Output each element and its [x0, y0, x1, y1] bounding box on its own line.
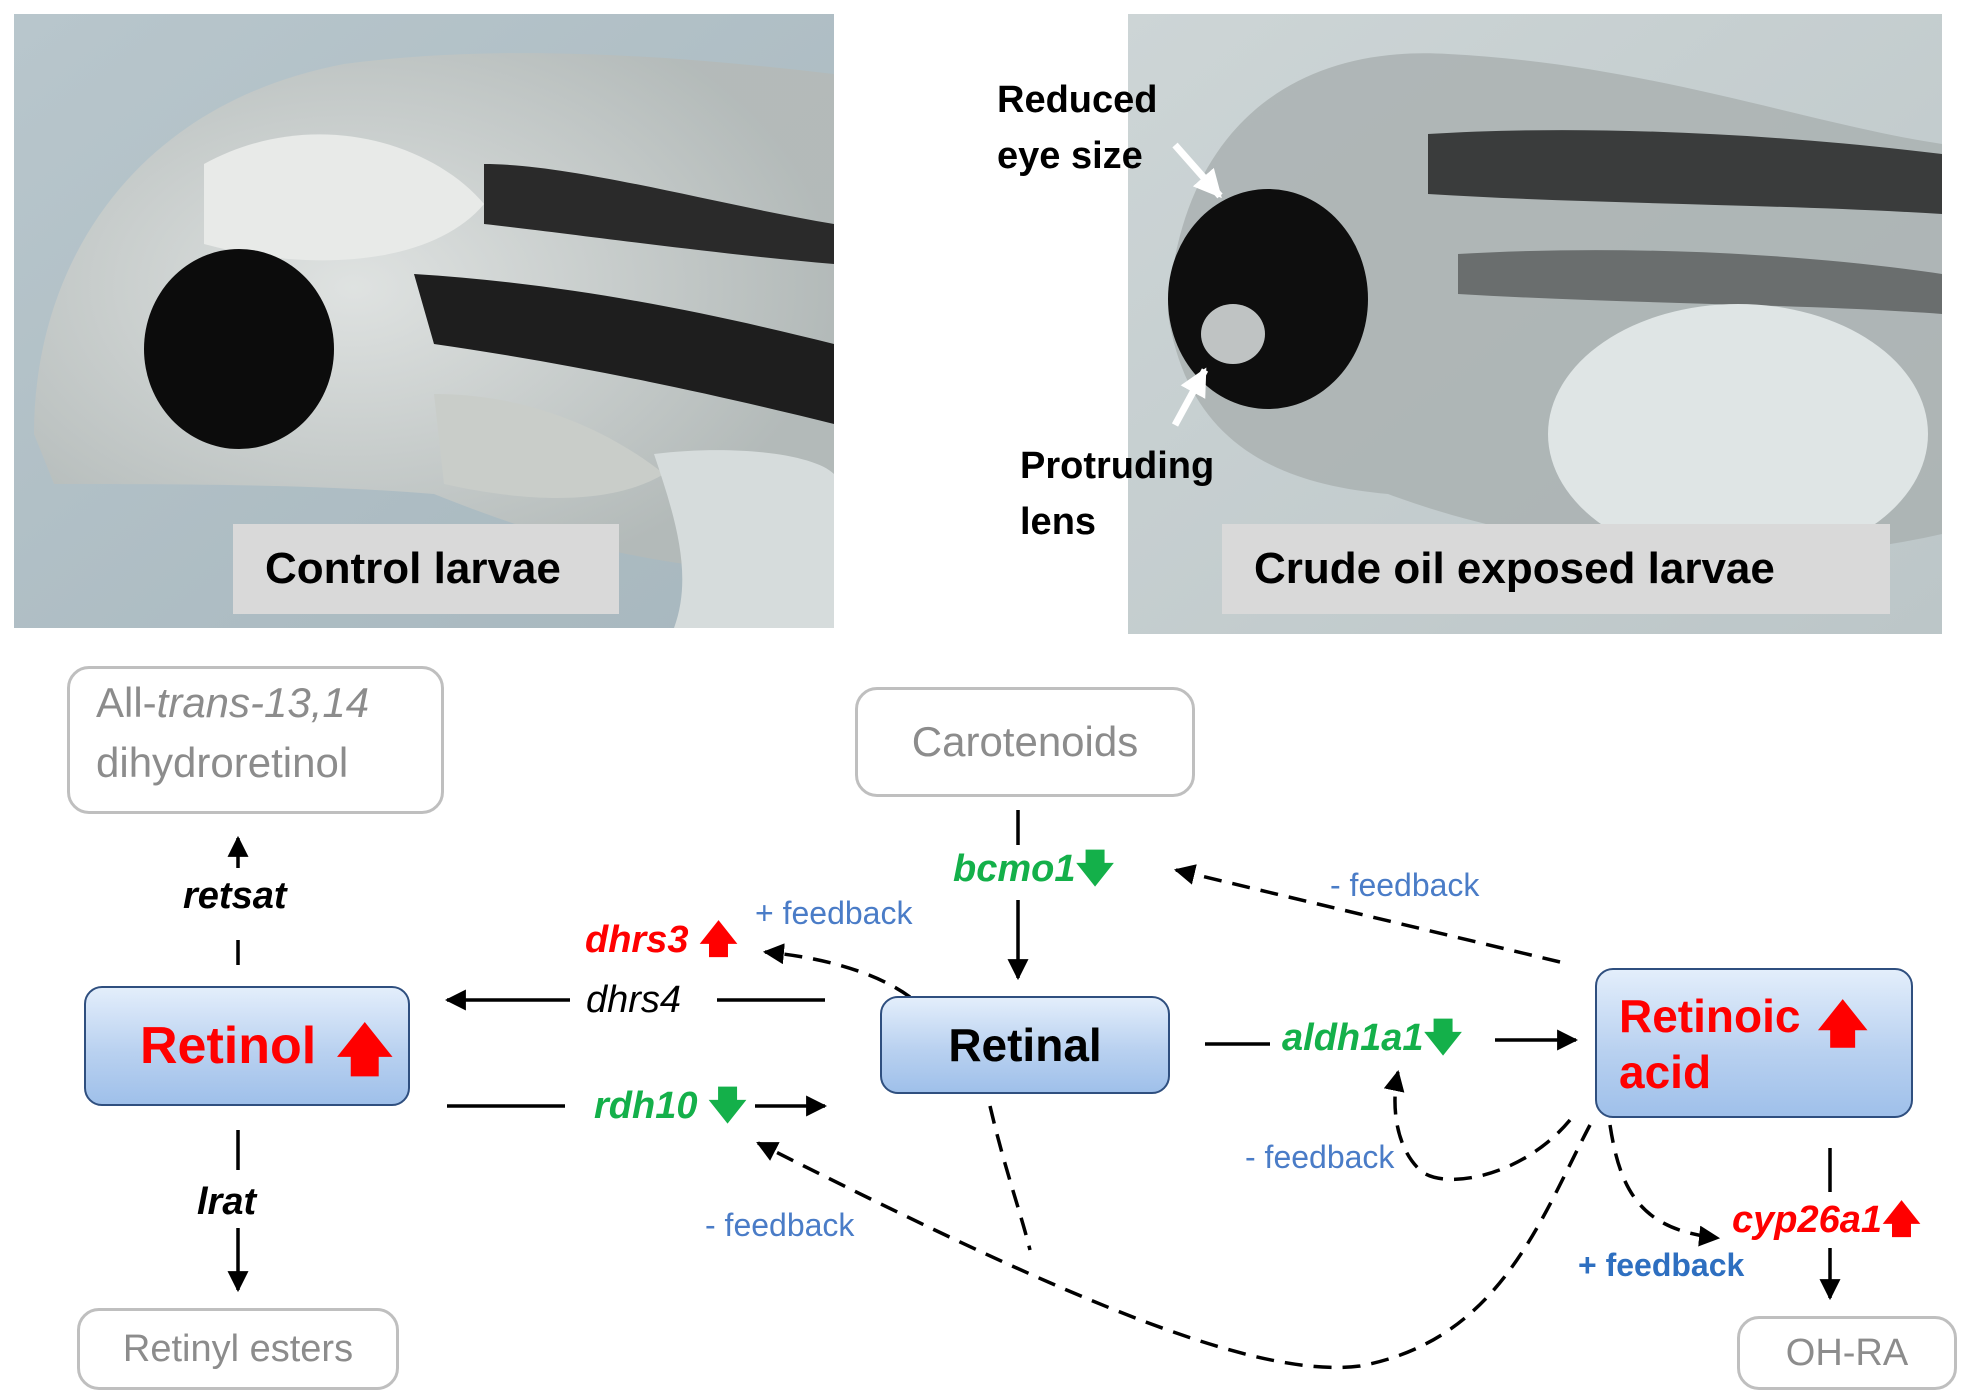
control-larvae-photo	[14, 14, 834, 628]
gene-lrat: lrat	[197, 1181, 257, 1223]
eye-pointer-arrow	[1172, 142, 1223, 199]
lens-pointer-arrow	[1171, 367, 1209, 427]
bcmo1-feedback-arrow	[1173, 864, 1561, 964]
rdh10-minus-feedback-label: - feedback	[705, 1207, 855, 1243]
carotenoids-box: Carotenoids	[855, 687, 1195, 797]
gene-cyp26a1: cyp26a1🡅	[1732, 1199, 1922, 1241]
bcmo1-down-arrow-icon: 🡇	[1075, 848, 1115, 890]
oh-ra-box: OH-RA	[1737, 1316, 1957, 1390]
aldh1a1-down-arrow-icon: 🡇	[1423, 1017, 1463, 1059]
retinal-box: Retinal	[880, 996, 1170, 1094]
dhrs3-plus-feedback-label: + feedback	[755, 895, 913, 931]
gene-dhrs3: dhrs3 🡅	[585, 919, 739, 961]
dhrs3-feedback-arrow	[762, 943, 912, 999]
dhrs3-up-arrow-icon: 🡅	[699, 919, 739, 961]
retinoic-acid-up-arrow-icon: 🡅	[1817, 996, 1869, 1052]
control-larvae-caption: Control larvae	[233, 524, 619, 614]
gene-rdh10: rdh10 🡇	[594, 1085, 748, 1127]
gene-aldh1a1: aldh1a1🡇	[1282, 1017, 1463, 1059]
cyp26a1-plus-feedback-label: + feedback	[1578, 1247, 1745, 1283]
bcmo1-minus-feedback-label: - feedback	[1330, 867, 1480, 903]
rdh10-down-arrow-icon: 🡇	[708, 1085, 748, 1127]
cyp26a1-up-arrow-icon: 🡅	[1882, 1199, 1922, 1241]
retinal-dashed-link	[988, 1105, 1032, 1251]
gene-bcmo1: bcmo1🡇	[953, 848, 1115, 890]
retinol-box: Retinol 🡅	[84, 986, 410, 1106]
retinol-up-arrow-icon: 🡅	[336, 1018, 394, 1081]
cyp26a1-feedback-arrow	[1608, 1124, 1721, 1247]
aldh1a1-feedback-arrow	[1383, 1069, 1572, 1182]
aldh1a1-minus-feedback-label: - feedback	[1245, 1139, 1395, 1175]
retinol-label: Retinol	[140, 1017, 317, 1075]
crude-larvae-caption: Crude oil exposed larvae	[1222, 524, 1890, 614]
gene-dhrs4: dhrs4	[586, 979, 682, 1021]
dihydroretinol-box: All-trans-13,14 dihydroretinol	[67, 666, 444, 814]
rdh10-feedback-arrow	[756, 1124, 1592, 1370]
gene-retsat: retsat	[183, 875, 287, 917]
retinyl-esters-box: Retinyl esters	[77, 1308, 399, 1390]
